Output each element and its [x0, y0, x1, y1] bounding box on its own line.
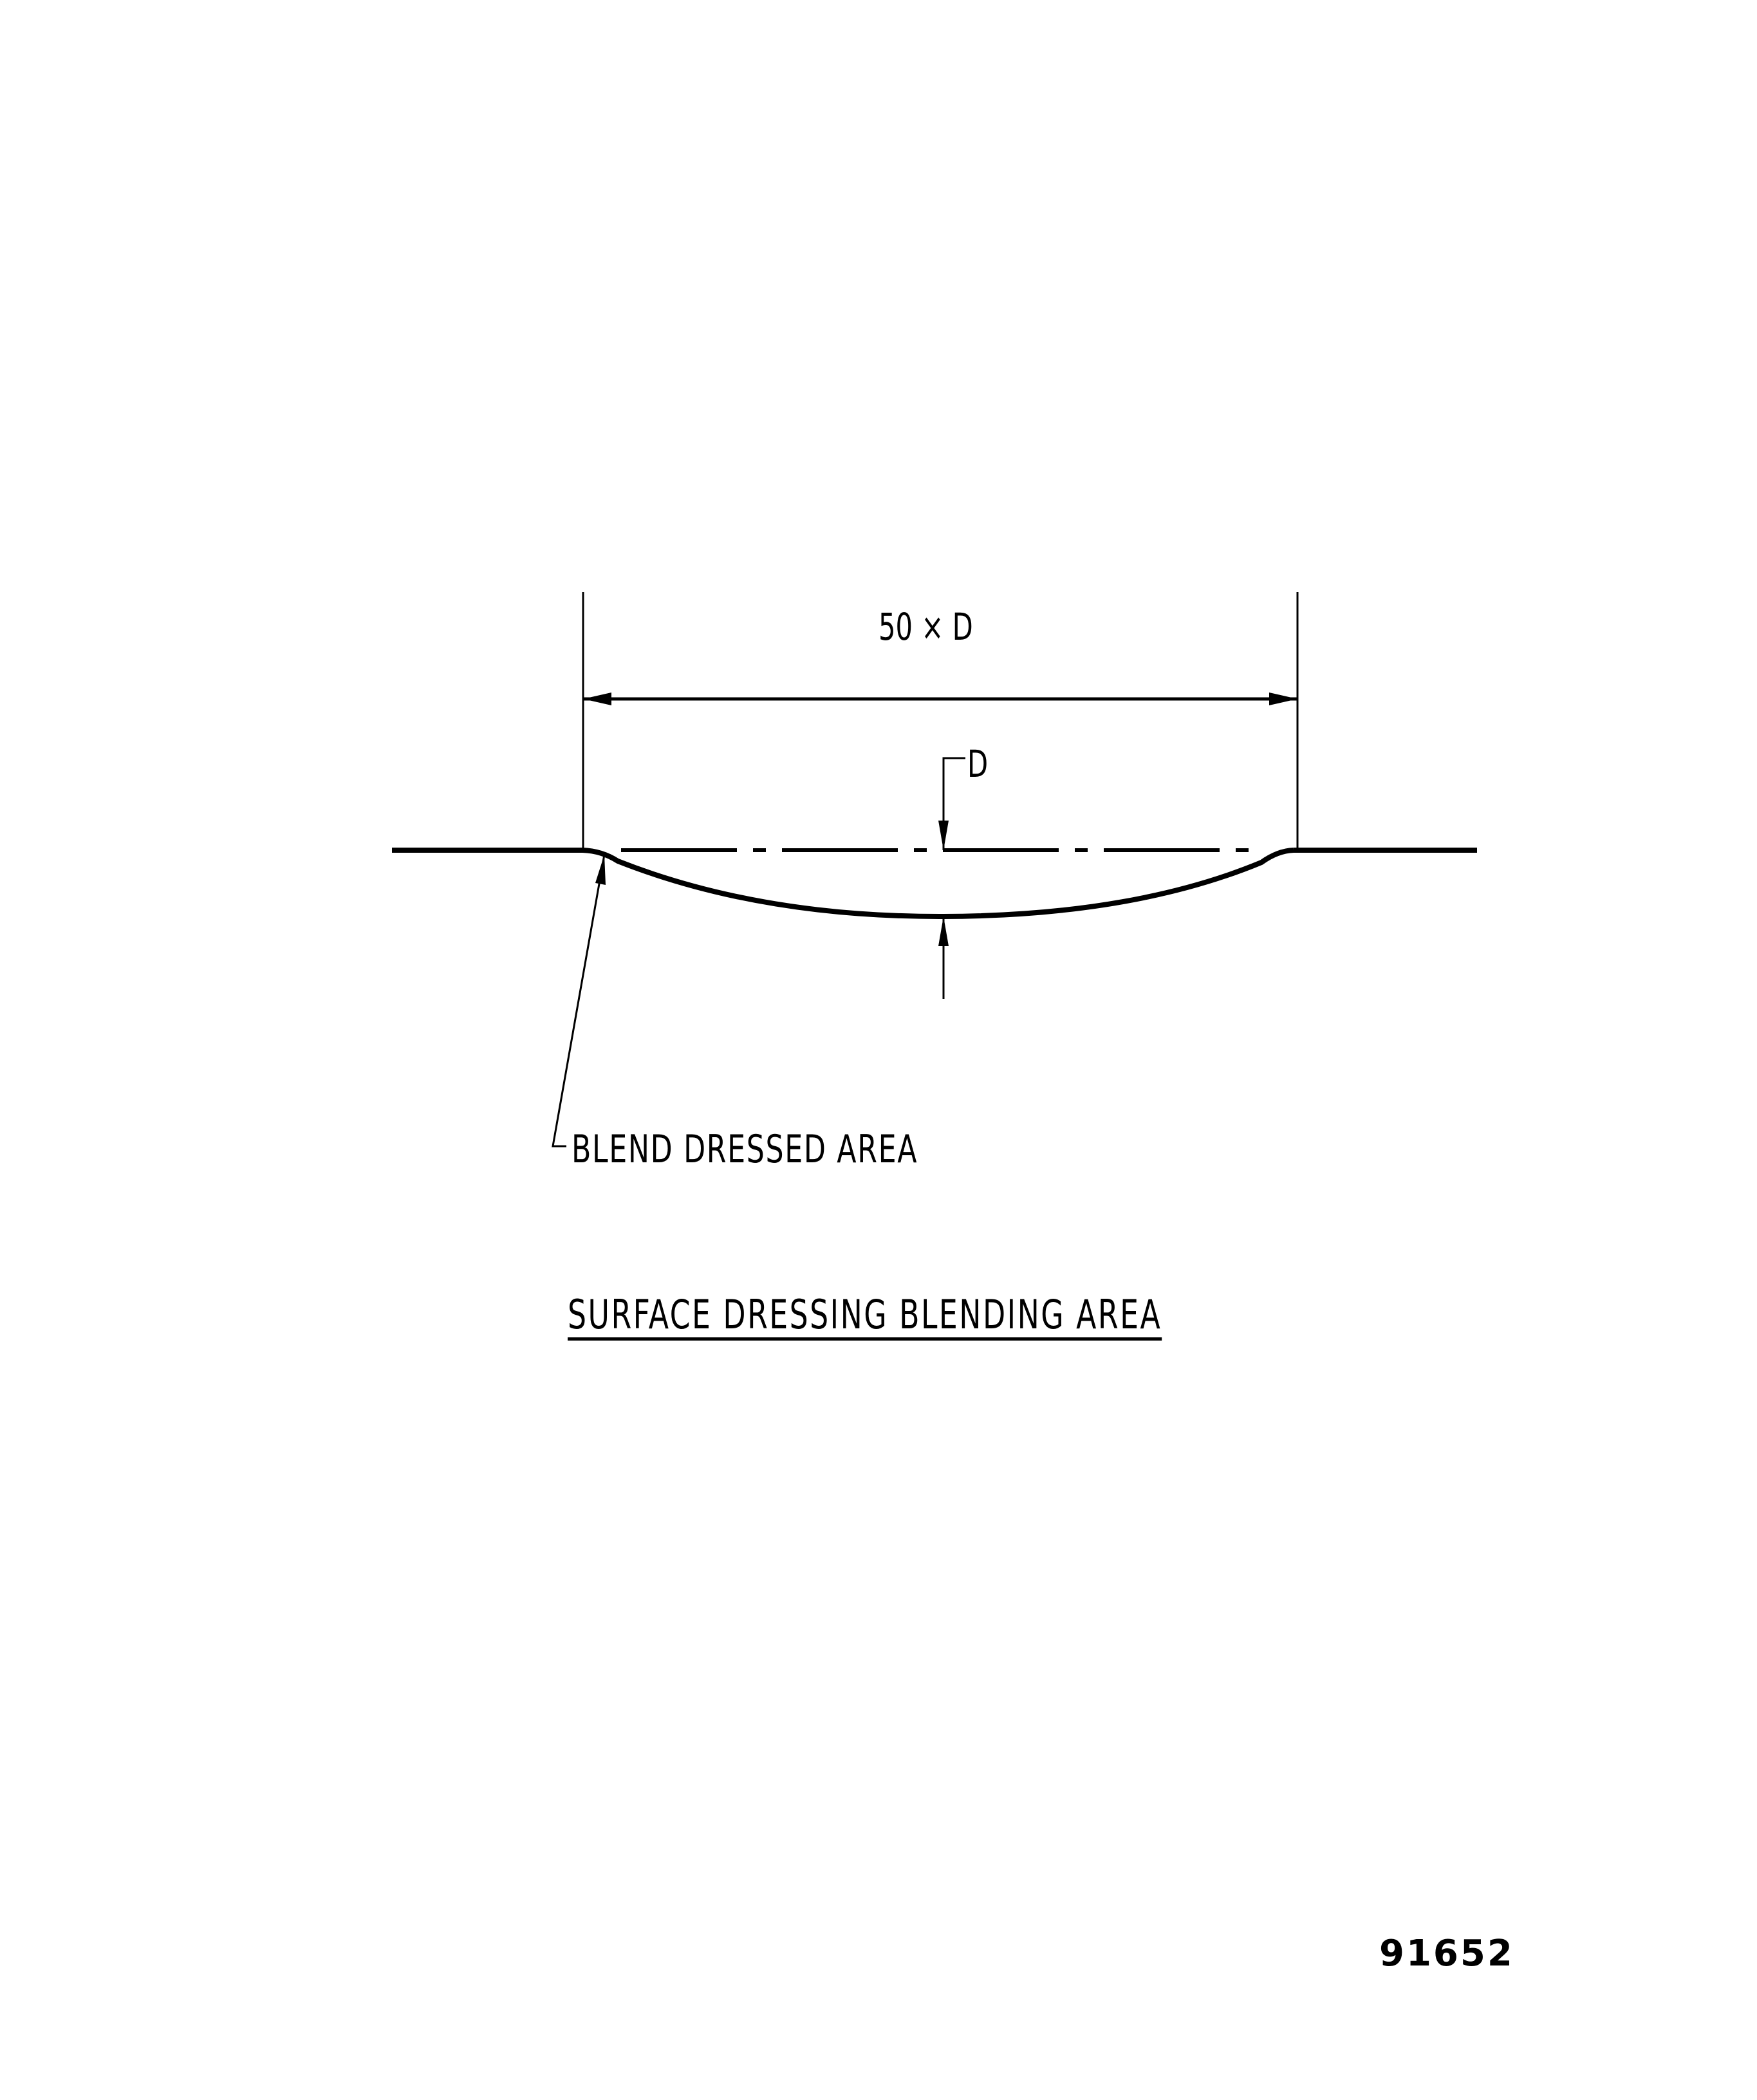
- blend-curve: [582, 848, 1294, 920]
- arrow-right-icon: [1269, 692, 1297, 705]
- depth-leader-top: [942, 757, 965, 850]
- width-dimension-label: 50 × D: [879, 605, 973, 649]
- blend-area-label: BLEND DRESSED AREA: [572, 1127, 918, 1172]
- figure-title: SURFACE DRESSING BLENDING AREA: [568, 1291, 1162, 1338]
- figure-number: 91652: [1379, 1933, 1514, 1975]
- arrow-leader-icon: [595, 855, 606, 885]
- blend-area-leader: [552, 854, 606, 1148]
- depth-dimension-label: D: [967, 742, 989, 786]
- arrow-up-icon: [938, 916, 949, 946]
- arrow-down-icon: [938, 821, 949, 850]
- arrow-left-icon: [583, 692, 611, 705]
